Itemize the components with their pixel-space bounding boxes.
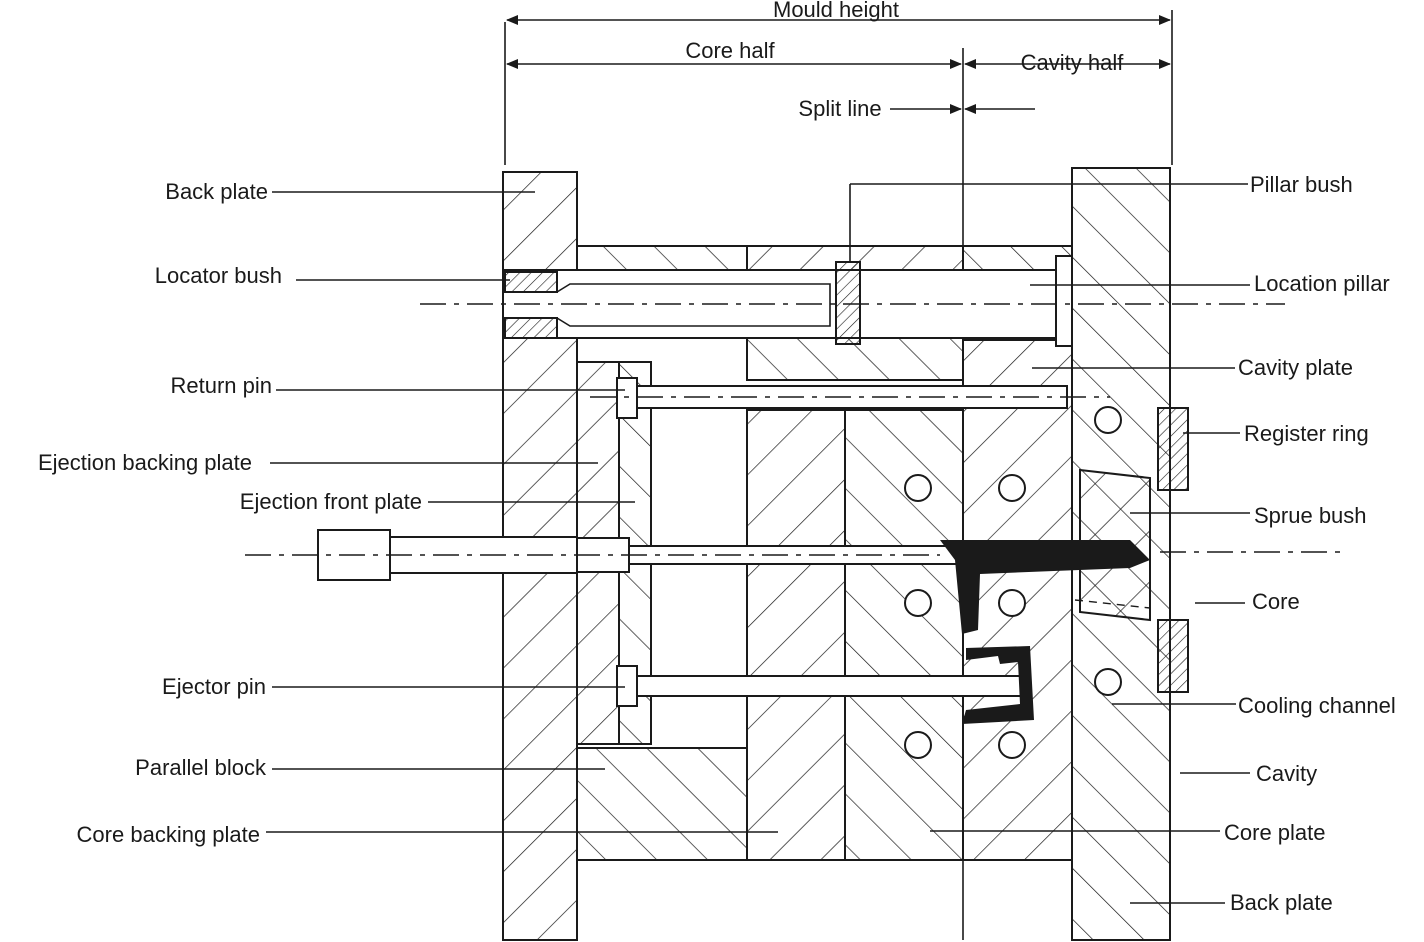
cooling-channel [904,474,932,502]
register-ring [1157,407,1189,491]
label-cooling-channel: Cooling channel [1238,693,1396,718]
label-ejection-backing-plate: Ejection backing plate [38,450,252,475]
moulding [940,540,1340,724]
label-mould-height: Mould height [773,0,899,22]
label-split-line: Split line [798,96,881,121]
label-locator-bush: Locator bush [155,263,282,288]
label-parallel-block: Parallel block [135,755,267,780]
label-back-plate-left: Back plate [165,179,268,204]
label-ejector-pin: Ejector pin [162,674,266,699]
cooling-channels [904,406,1122,759]
label-location-pillar: Location pillar [1254,271,1390,296]
parallel-block [576,747,748,861]
dimension-labels: Mould height Core half Cavity half Split… [685,0,1124,121]
right-labels: Pillar bush Location pillar Cavity plate… [1224,172,1396,915]
locator-bush [504,271,558,293]
label-pillar-bush: Pillar bush [1250,172,1353,197]
label-return-pin: Return pin [170,373,272,398]
core-backing-plate [746,409,846,861]
pillar-bush [835,261,861,345]
pins [245,377,1110,707]
label-register-ring: Register ring [1244,421,1369,446]
label-core-plate: Core plate [1224,820,1326,845]
label-core: Core [1252,589,1300,614]
label-cavity: Cavity [1256,761,1317,786]
label-cavity-plate: Cavity plate [1238,355,1353,380]
ejector-pin [636,675,1028,697]
label-core-backing-plate: Core backing plate [77,822,260,847]
label-cavity-half: Cavity half [1021,50,1125,75]
label-core-half: Core half [685,38,775,63]
label-ejection-front-plate: Ejection front plate [240,489,422,514]
location-pillar [1055,255,1073,347]
left-labels: Back plate Locator bush Return pin Eject… [38,179,422,847]
label-sprue-bush: Sprue bush [1254,503,1367,528]
leader-lines [266,183,1250,904]
label-back-plate-right: Back plate [1230,890,1333,915]
core-plate [844,409,964,861]
guide-assembly [420,255,1285,347]
